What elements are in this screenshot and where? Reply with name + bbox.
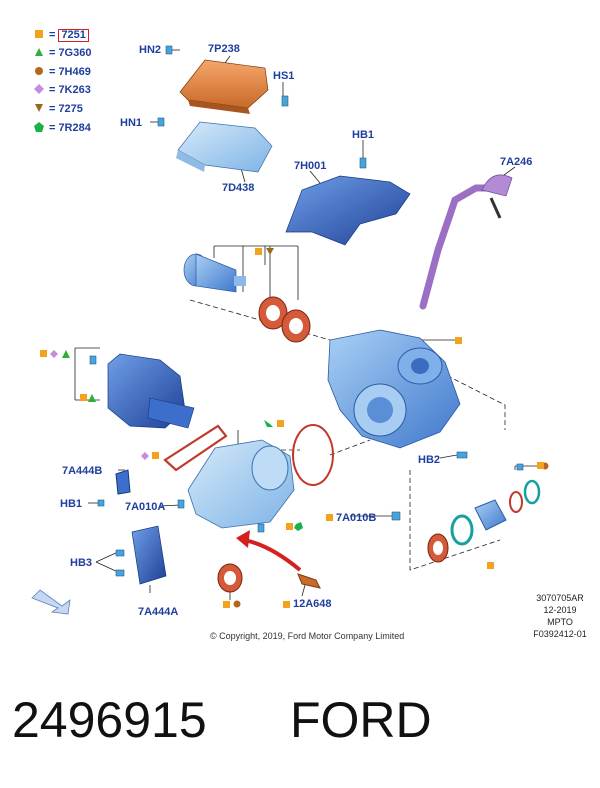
callout-7a444b: 7A444B — [62, 465, 103, 477]
callout-7a010a: 7A010A — [125, 501, 166, 513]
legend-eq: = — [49, 103, 56, 115]
parts-diagram — [31, 45, 549, 615]
copyright: © Copyright, 2019, Ford Motor Company Li… — [210, 631, 405, 641]
meta-block: 3070705AR 12-2019 MPTO F0392412-01 — [520, 592, 600, 640]
meta-line-3: MPTO — [547, 617, 573, 627]
legend-eq: = — [49, 84, 56, 96]
callout-hb1-left: HB1 — [60, 498, 83, 510]
callout-7d438: 7D438 — [222, 182, 255, 194]
callout-hb1-top: HB1 — [352, 129, 375, 141]
part-number: 2496915 — [12, 692, 207, 748]
legend-row-7r284: = 7R284 — [34, 121, 91, 135]
callout-7p238: 7P238 — [208, 43, 240, 55]
legend-code: 7275 — [58, 103, 83, 115]
brand-name: FORD — [290, 692, 432, 748]
callout-hb3: HB3 — [70, 557, 93, 569]
meta-line-2: 12-2019 — [543, 605, 577, 615]
legend-row-7251: = 7251 — [34, 28, 89, 42]
meta-line-1: 3070705AR — [536, 593, 584, 603]
callout-hn2: HN2 — [139, 44, 162, 56]
legend-row-7k263: = 7K263 — [34, 83, 91, 97]
callout-7a444a: 7A444A — [138, 606, 179, 618]
meta-line-4: F0392412-01 — [533, 629, 587, 639]
legend-code: 7R284 — [58, 122, 91, 134]
legend-row-7h469: = 7H469 — [34, 65, 91, 79]
diamond-icon — [34, 84, 46, 96]
legend-code: 7G360 — [58, 47, 92, 59]
square-icon — [34, 29, 46, 41]
legend-code-highlighted: 7251 — [58, 28, 89, 42]
pentagon-icon — [34, 122, 46, 134]
legend-eq: = — [49, 29, 56, 41]
legend-eq: = — [49, 47, 56, 59]
legend-eq: = — [49, 66, 56, 78]
callout-7a010b: 7A010B — [336, 512, 377, 524]
callout-12a648: 12A648 — [293, 598, 332, 610]
callout-7a246: 7A246 — [500, 156, 533, 168]
legend-code: 7H469 — [58, 66, 91, 78]
callout-hs1: HS1 — [273, 70, 295, 82]
triangle-down-icon — [34, 103, 46, 115]
circle-icon — [34, 66, 46, 78]
callout-hb2: HB2 — [418, 454, 441, 466]
legend-row-7275: = 7275 — [34, 102, 83, 116]
callout-hn1: HN1 — [120, 117, 143, 129]
legend-code: 7K263 — [58, 84, 91, 96]
legend-row-7g360: = 7G360 — [34, 46, 91, 60]
triangle-icon — [34, 47, 46, 59]
callout-7h001: 7H001 — [294, 160, 327, 172]
legend-eq: = — [49, 122, 56, 134]
